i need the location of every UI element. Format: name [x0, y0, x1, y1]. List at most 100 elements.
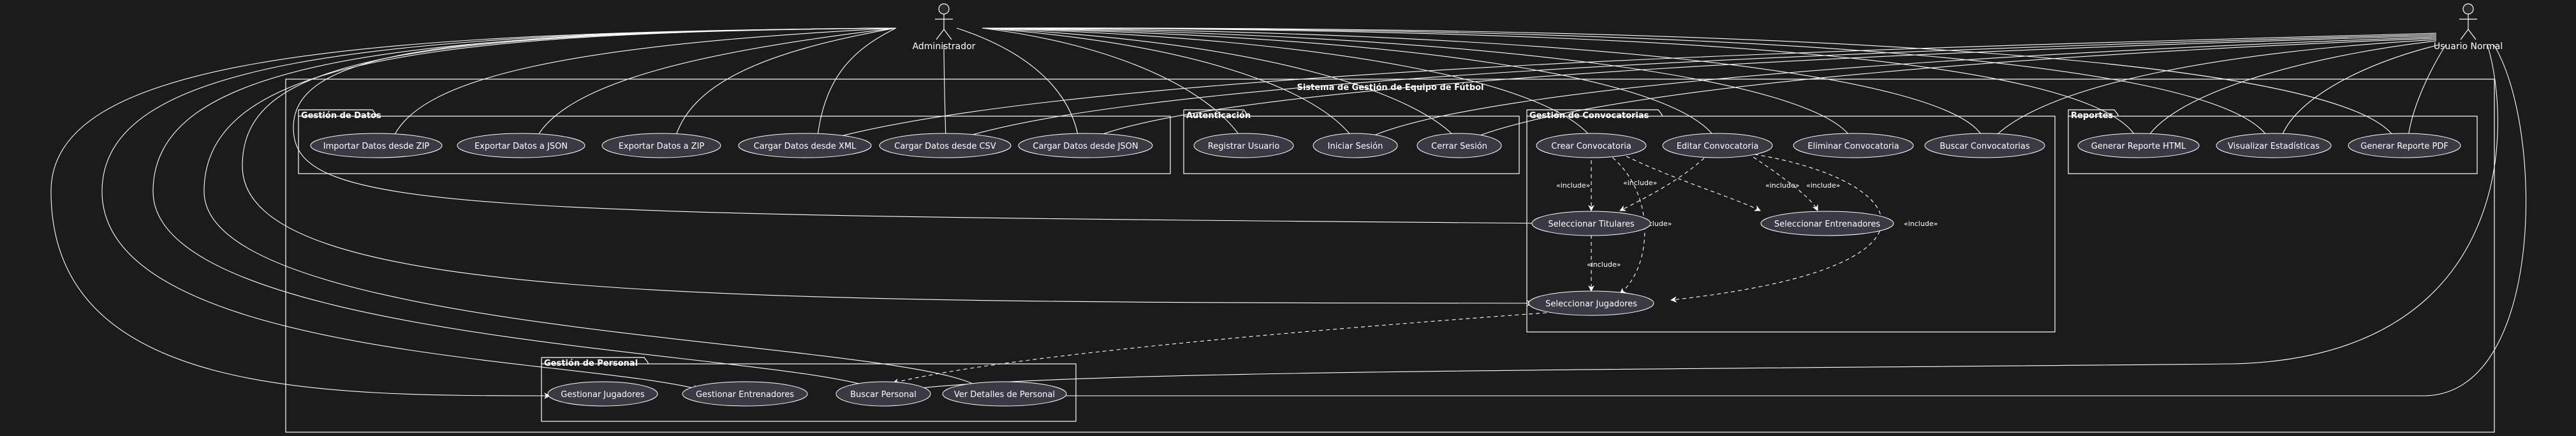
usecase-gestionar-entrenadores[interactable]: Gestionar Entrenadores: [682, 381, 808, 407]
usecase-seleccionar-entrenadores[interactable]: Seleccionar Entrenadores: [1760, 211, 1894, 236]
usecase-cerrar-sesion[interactable]: Cerrar Sesión: [1417, 133, 1502, 158]
svg-text:Visualizar Estadísticas: Visualizar Estadísticas: [2228, 142, 2320, 151]
assoc-user-buscar-personal: [889, 44, 2498, 395]
svg-text:Buscar Convocatorias: Buscar Convocatorias: [1939, 142, 2030, 151]
svg-text:Seleccionar Entrenadores: Seleccionar Entrenadores: [1774, 220, 1880, 229]
actor-label: Administrador: [913, 41, 976, 52]
usecase-cargar-json[interactable]: Cargar Datos desde JSON: [1018, 133, 1153, 158]
svg-text:Ver Detalles de Personal: Ver Detalles de Personal: [954, 390, 1055, 400]
assoc-user-cargar-xml: [820, 33, 2437, 144]
assoc-user-reporte-pdf: [2404, 44, 2447, 142]
assoc-admin-ver-detalles: [203, 27, 983, 390]
assoc-admin-iniciar: [982, 27, 1356, 142]
package-title: Gestión de Convocatorias: [1529, 111, 1649, 121]
assoc-admin-buscar-personal: [152, 27, 897, 391]
actor-administrador[interactable]: Administrador: [913, 3, 976, 52]
package-reportes: Reportes: [2068, 109, 2478, 174]
include-label: «include»: [1904, 220, 1938, 228]
assoc-admin-editar-conv: [982, 27, 1718, 142]
usecase-editar-convocatoria[interactable]: Editar Convocatoria: [1662, 133, 1773, 158]
include-lines: [892, 153, 1882, 385]
usecase-exportar-zip[interactable]: Exportar Datos a ZIP: [601, 133, 721, 158]
package-gestion-convocatorias: Gestión de Convocatorias: [1526, 109, 2056, 333]
usecase-exportar-json[interactable]: Exportar Datos a JSON: [457, 133, 585, 158]
association-lines: [50, 27, 2527, 399]
actor-label: Usuario Normal: [2434, 41, 2503, 52]
svg-text:Gestionar Jugadores: Gestionar Jugadores: [561, 390, 645, 400]
svg-text:Gestionar Entrenadores: Gestionar Entrenadores: [696, 390, 794, 400]
assoc-admin-sel-jugadores: [242, 27, 1533, 306]
svg-text:Exportar Datos a JSON: Exportar Datos a JSON: [475, 142, 568, 151]
assoc-admin-sel-titulares: [293, 27, 1556, 227]
usecase-importar-zip[interactable]: Importar Datos desde ZIP: [310, 133, 443, 158]
include-labels: «include» «include» «include» «include» …: [982, 179, 1938, 393]
include-label: «include»: [1556, 181, 1590, 190]
assoc-admin-cargar-json: [956, 27, 1082, 142]
svg-text:Generar Reporte HTML: Generar Reporte HTML: [2091, 142, 2186, 151]
include-jugadores-buscar-personal: [892, 310, 1582, 385]
actor-usuario-normal[interactable]: Usuario Normal: [2434, 3, 2503, 52]
package-gestion-personal: Gestión de Personal: [541, 357, 1077, 422]
include-crear-entrenadores: [1619, 153, 1761, 211]
svg-text:Buscar Personal: Buscar Personal: [850, 390, 916, 400]
svg-text:Exportar Datos a ZIP: Exportar Datos a ZIP: [619, 142, 705, 151]
svg-text:Cargar Datos desde JSON: Cargar Datos desde JSON: [1033, 142, 1138, 151]
assoc-user-buscar-conv: [1989, 39, 2437, 142]
svg-text:Cargar Datos desde CSV: Cargar Datos desde CSV: [894, 142, 996, 151]
usecase-registrar-usuario[interactable]: Registrar Usuario: [1193, 133, 1294, 158]
svg-text:Registrar Usuario: Registrar Usuario: [1208, 142, 1279, 151]
svg-text:Eliminar Convocatoria: Eliminar Convocatoria: [1807, 142, 1899, 151]
svg-text:Editar Convocatoria: Editar Convocatoria: [1677, 142, 1759, 151]
assoc-user-cargar-json: [1084, 35, 2437, 142]
assoc-admin-exportar-zip: [672, 27, 897, 142]
include-label: «include»: [1587, 260, 1621, 269]
usecase-seleccionar-titulares[interactable]: Seleccionar Titulares: [1531, 211, 1651, 236]
assoc-admin-reporte-html: [982, 27, 2140, 142]
assoc-admin-gest-jugadores: [50, 27, 897, 399]
package-title: Autenticación: [1186, 111, 1251, 121]
svg-text:Seleccionar Jugadores: Seleccionar Jugadores: [1545, 299, 1637, 309]
usecase-seleccionar-jugadores[interactable]: Seleccionar Jugadores: [1528, 290, 1654, 316]
usecase-buscar-personal[interactable]: Buscar Personal: [835, 381, 931, 407]
assoc-admin-importar-zip: [390, 27, 897, 142]
usecase-reporte-html[interactable]: Generar Reporte HTML: [2077, 133, 2200, 158]
assoc-user-cerrar: [1464, 38, 2437, 142]
svg-text:Generar Reporte PDF: Generar Reporte PDF: [2360, 142, 2448, 151]
usecase-cargar-csv[interactable]: Cargar Datos desde CSV: [879, 133, 1012, 158]
usecase-reporte-pdf[interactable]: Generar Reporte PDF: [2348, 133, 2461, 158]
usecase-ver-detalles-personal[interactable]: Ver Detalles de Personal: [942, 381, 1067, 407]
assoc-admin-registrar: [982, 27, 1244, 142]
package-title: Reportes: [2071, 111, 2114, 121]
assoc-user-cargar-csv: [950, 34, 2437, 143]
svg-text:Importar Datos desde ZIP: Importar Datos desde ZIP: [323, 142, 430, 151]
usecase-iniciar-sesion[interactable]: Iniciar Sesión: [1313, 133, 1398, 158]
assoc-user-iniciar: [1360, 36, 2437, 142]
usecase-eliminar-convocatoria[interactable]: Eliminar Convocatoria: [1793, 133, 1914, 158]
usecase-crear-convocatoria[interactable]: Crear Convocatoria: [1536, 133, 1647, 158]
usecase-gestionar-jugadores[interactable]: Gestionar Jugadores: [547, 381, 658, 407]
assoc-admin-gest-entrenadores: [101, 27, 897, 391]
usecase-buscar-convocatorias[interactable]: Buscar Convocatorias: [1924, 133, 2045, 158]
assoc-admin-cerrar: [982, 27, 1460, 142]
svg-text:Iniciar Sesión: Iniciar Sesión: [1328, 142, 1383, 151]
assoc-user-estadisticas: [2278, 44, 2440, 142]
usecase-visualizar-estadisticas[interactable]: Visualizar Estadísticas: [2216, 133, 2332, 158]
include-editar-jugadores: [1670, 153, 1882, 303]
package-autenticacion: Autenticación: [1183, 109, 1520, 174]
svg-text:Cerrar Sesión: Cerrar Sesión: [1431, 142, 1487, 151]
svg-text:Seleccionar Titulares: Seleccionar Titulares: [1548, 220, 1635, 229]
assoc-admin-exportar-json: [534, 27, 897, 142]
package-title: Gestión de Personal: [544, 359, 638, 368]
include-label: «include»: [1623, 179, 1657, 187]
assoc-admin-crear-conv: [982, 27, 1595, 142]
include-editar-entrenadores: [1747, 153, 1818, 211]
assoc-user-reporte-html: [2144, 40, 2437, 142]
usecase-cargar-xml[interactable]: Cargar Datos desde XML: [738, 133, 872, 158]
assoc-admin-buscar-conv: [982, 27, 1987, 142]
assoc-admin-cargar-xml: [814, 27, 897, 142]
assoc-admin-cargar-csv: [942, 44, 949, 142]
include-label: «include»: [1806, 181, 1840, 190]
package-gestion-datos: Gestión de Datos: [298, 109, 1171, 174]
assoc-user-ver-detalles: [1054, 44, 2527, 399]
